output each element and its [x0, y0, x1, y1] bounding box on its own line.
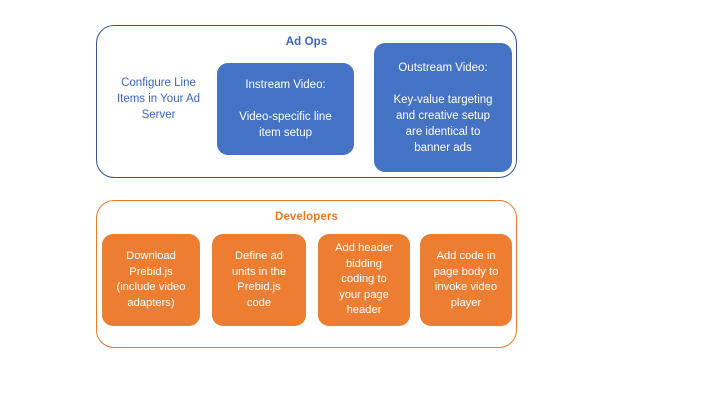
- node-add-header-bidding-line-2: bidding: [345, 257, 383, 270]
- node-add-page-body-code-line-3: invoke video: [434, 281, 498, 293]
- node-outstream-video-heading: Outstream Video:: [398, 61, 488, 74]
- node-add-page-body-code-line-1: Add code in: [436, 250, 496, 262]
- node-download-prebid-line-4: adapters): [127, 296, 175, 309]
- node-download-prebid-line-3: (include video: [116, 281, 186, 293]
- node-add-page-body-code-line-4: player: [450, 296, 482, 309]
- node-configure-line-items: Configure Line Items in Your Ad Server: [106, 70, 211, 128]
- node-instream-video: Instream Video: Video-specific line item…: [217, 63, 354, 155]
- node-instream-video-line-2: item setup: [258, 127, 313, 139]
- node-outstream-video-line-2: and creative setup: [396, 109, 490, 122]
- node-outstream-video-line-3: are identical to: [405, 125, 481, 138]
- node-define-ad-units-line-3: Prebid.js: [237, 281, 281, 293]
- node-outstream-video: Outstream Video: Key-value targeting and…: [374, 43, 512, 172]
- node-configure-line-items-line-3: Server: [141, 109, 176, 121]
- node-add-page-body-code-line-2: page body to: [433, 265, 499, 278]
- node-configure-line-items-line-2: Items in Your Ad: [116, 93, 201, 105]
- node-download-prebid-line-1: Download: [126, 250, 176, 262]
- node-define-ad-units: Define ad units in the Prebid.js code: [212, 234, 306, 326]
- node-configure-line-items-line-1: Configure Line: [121, 77, 196, 89]
- node-instream-video-line-1: Video-specific line: [239, 111, 332, 123]
- group-title-developers: Developers: [274, 211, 338, 223]
- node-add-header-bidding-line-1: Add header: [335, 242, 393, 255]
- node-define-ad-units-line-4: code: [246, 296, 272, 309]
- node-download-prebid-line-2: Prebid.js: [129, 265, 173, 278]
- node-add-header-bidding-line-3: coding to: [341, 273, 387, 286]
- node-define-ad-units-line-2: units in the: [231, 265, 287, 278]
- node-outstream-video-line-1: Key-value targeting: [393, 93, 493, 106]
- node-instream-video-heading: Instream Video:: [245, 79, 326, 91]
- node-add-header-bidding-line-4: your page: [339, 288, 389, 301]
- node-outstream-video-line-4: banner ads: [414, 141, 472, 154]
- node-add-header-bidding: Add header bidding coding to your page h…: [318, 234, 410, 326]
- node-add-page-body-code: Add code in page body to invoke video pl…: [420, 234, 512, 326]
- node-define-ad-units-line-1: Define ad: [235, 250, 283, 262]
- node-download-prebid: Download Prebid.js (include video adapte…: [102, 234, 200, 326]
- group-title-ad-ops: Ad Ops: [285, 36, 328, 48]
- node-add-header-bidding-line-5: header: [346, 304, 382, 317]
